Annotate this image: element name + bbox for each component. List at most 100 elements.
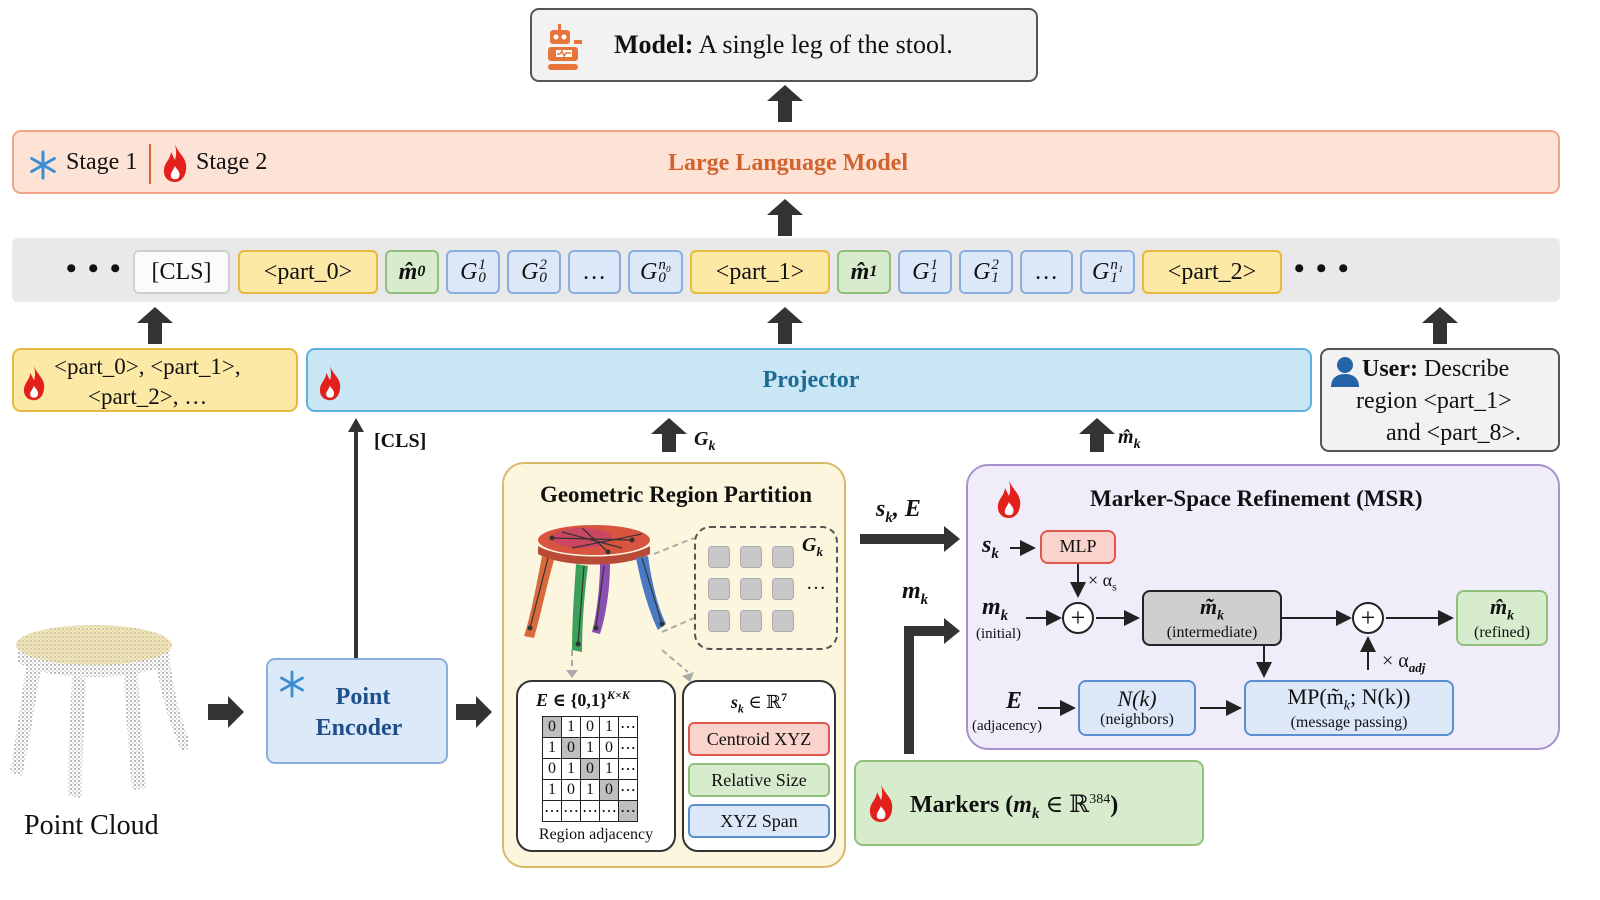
model-prefix: Model: [614,30,694,59]
adjacency-cell: 0 [561,737,581,759]
adjacency-cell: 0 [561,779,581,801]
adjacency-cell: ⋯ [580,800,600,822]
adjacency-cell: ⋯ [618,800,638,822]
grid-cell [772,610,794,632]
adjacency-cell: ⋯ [618,716,638,738]
part-tokens-line1: <part_0>, <part_1>, [54,354,241,379]
arrow-cls-line [354,430,358,658]
grid-cell [740,578,762,600]
adjacency-cell: 1 [542,737,562,759]
grid-cell [708,546,730,568]
arrow-encoder-grp [456,704,478,720]
arrow-proj-seq-head [767,307,803,323]
adjacency-cell: 1 [599,758,619,780]
snowflake-icon [280,670,304,698]
grid-cell [740,610,762,632]
token-cls: [CLS] [133,250,230,294]
arrow-proj-seq [778,322,792,344]
model-answer: A single leg of the stool. [698,30,953,59]
features-title: sk ∈ ℝ7 [730,690,788,716]
alpha-s-label: × αs [1088,570,1117,594]
msr-initial-label: (initial) [976,626,1021,642]
token-m0: m̂0 [385,250,439,294]
fire-icon [23,365,45,401]
token-m1: m̂1 [837,250,891,294]
plus-node-2: + [1352,602,1384,634]
adjacency-cell: 0 [542,758,562,780]
arrow-markers-head [944,618,960,644]
arrow-gk-head [651,418,687,434]
arrow-user-seq [1433,322,1447,344]
arrow-mk-hat-head [1079,418,1115,434]
fire-icon [319,365,341,401]
arrow-llm-output-head [767,85,803,101]
token-part0: <part_0> [238,250,378,294]
token-g0-ellipsis: … [568,250,621,294]
grp-panel: Geometric Region Partition Gk … [502,462,846,868]
adjacency-cell: 1 [561,716,581,738]
sk-e-label: sk, E [876,496,921,526]
stage2-label: Stage 2 [196,149,268,175]
projector-label: Projector [762,367,860,393]
adjacency-cell: ⋯ [618,758,638,780]
part-tokens-line2: <part_2>, … [88,384,208,409]
markers-label: Markers (mk ∈ ℝ384) [910,792,1119,822]
arrow-cloud-encoder [208,704,230,720]
robot-icon [548,24,582,70]
token-part1: <part_1> [690,250,830,294]
message-passing-box: MP(m̃k; N(k)) (message passing) [1244,680,1454,736]
adjacency-cell: 1 [542,779,562,801]
msr-mk-label: mk [982,594,1009,624]
stage-divider [149,144,151,184]
arrow-parts-seq-head [137,307,173,323]
seq-more-left: • • • [66,252,123,285]
model-output-text: Model: A single leg of the stool. [614,30,953,60]
adjacency-cell: 0 [542,716,562,738]
fire-icon [163,144,187,182]
refined-box: m̂k (refined) [1456,590,1548,646]
grid-cell [708,578,730,600]
arrow-grp-msr-head [944,526,960,552]
gk-label: Gk [694,428,716,454]
grid-cell [772,546,794,568]
adjacency-cell: 1 [561,758,581,780]
encoder-line2: Encoder [315,715,403,741]
msr-e-label: E [1006,688,1023,714]
adjacency-row: ⋯⋯⋯⋯⋯ [542,800,638,822]
user-line1: User: Describe [1362,356,1510,382]
arrow-grp-msr [860,534,948,544]
features-box: sk ∈ ℝ7 Centroid XYZ Relative Size XYZ S… [682,680,836,852]
msr-title: Marker-Space Refinement (MSR) [1090,486,1423,511]
msr-sk-label: sk [982,532,999,562]
adjacency-cell: 1 [580,737,600,759]
token-g1-ellipsis: … [1020,250,1073,294]
neighbors-box: N(k) (neighbors) [1078,680,1196,736]
msr-panel: Marker-Space Refinement (MSR) sk MLP × α… [966,464,1560,750]
fire-icon [997,480,1021,518]
adjacency-cell: ⋯ [561,800,581,822]
user-line3: and <part_8>. [1386,420,1522,446]
arrow-seq-llm-head [767,199,803,215]
adjacency-cell: 0 [580,716,600,738]
arrow-user-seq-head [1422,307,1458,323]
feature-xyz-span: XYZ Span [688,804,830,838]
stage1-label: Stage 1 [66,149,138,175]
cls-label: [CLS] [374,430,427,452]
adjacency-cell: 0 [599,779,619,801]
encoder-line1: Point [335,684,391,710]
plus-node-1: + [1062,602,1094,634]
adjacency-cell: ⋯ [618,737,638,759]
model-output-box: Model: A single leg of the stool. [530,8,1038,82]
arrow-encoder-grp-head [476,696,492,728]
grid-cell [708,610,730,632]
arrow-cls-head [348,418,364,432]
